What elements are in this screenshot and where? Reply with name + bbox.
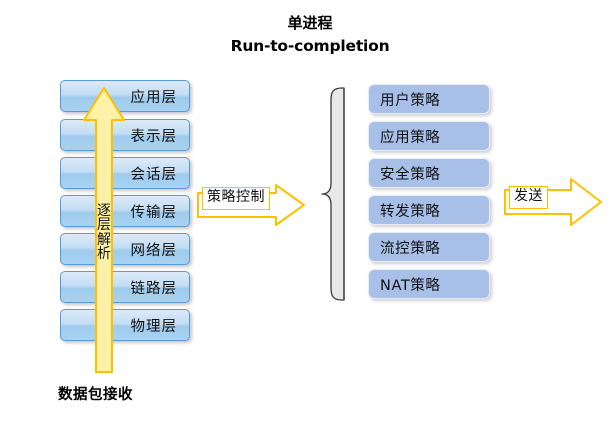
layer-label: 表示层 bbox=[130, 128, 177, 145]
policy-box-flowcontrol[interactable]: 流控策略 bbox=[368, 232, 490, 262]
policy-box-nat[interactable]: NAT策略 bbox=[368, 269, 490, 299]
policy-box-application[interactable]: 应用策略 bbox=[368, 121, 490, 151]
layer-box-physical[interactable]: 物理层 bbox=[60, 309, 190, 341]
policy-label: 流控策略 bbox=[380, 240, 441, 257]
policy-label: 应用策略 bbox=[380, 129, 441, 146]
layer-box-session[interactable]: 会话层 bbox=[60, 157, 190, 189]
policy-box-user[interactable]: 用户策略 bbox=[368, 84, 490, 114]
policy-label: 转发策略 bbox=[380, 203, 441, 220]
up-arrow-label: 逐 层 解 析 bbox=[82, 204, 126, 261]
diagram-title: 单进程 Run-to-completion bbox=[150, 13, 470, 57]
up-arrow-label-char-1: 逐 bbox=[97, 203, 111, 219]
policy-label: 安全策略 bbox=[380, 166, 441, 183]
policy-stack: 用户策略 应用策略 安全策略 转发策略 流控策略 NAT策略 bbox=[368, 84, 492, 304]
layer-label: 链路层 bbox=[130, 280, 177, 297]
policy-label: NAT策略 bbox=[380, 277, 441, 294]
osi-layer-stack: 应用层 表示层 会话层 传输层 网络层 链路层 物理层 bbox=[60, 80, 192, 344]
layer-box-presentation[interactable]: 表示层 bbox=[60, 119, 190, 151]
layer-label: 物理层 bbox=[130, 318, 177, 335]
curly-brace-icon bbox=[320, 85, 348, 303]
title-line-2: Run-to-completion bbox=[230, 36, 390, 55]
layer-label: 会话层 bbox=[130, 166, 177, 183]
policy-control-arrow-label: 策略控制 bbox=[202, 187, 270, 210]
policy-box-forwarding[interactable]: 转发策略 bbox=[368, 195, 490, 225]
bottom-caption: 数据包接收 bbox=[58, 387, 133, 403]
title-line-1: 单进程 bbox=[287, 14, 333, 32]
policy-label: 用户策略 bbox=[380, 92, 441, 109]
layer-box-application[interactable]: 应用层 bbox=[60, 80, 190, 112]
layer-label: 传输层 bbox=[130, 204, 177, 221]
up-arrow-label-char-3: 解 bbox=[97, 231, 111, 248]
send-arrow-label: 发送 bbox=[509, 186, 548, 209]
layer-label: 网络层 bbox=[130, 242, 177, 259]
up-arrow-icon: 逐 层 解 析 bbox=[82, 86, 126, 374]
policy-box-security[interactable]: 安全策略 bbox=[368, 158, 490, 188]
up-arrow-label-char-4: 析 bbox=[97, 245, 111, 262]
layer-box-transport[interactable]: 传输层 bbox=[60, 195, 190, 227]
layer-label: 应用层 bbox=[130, 89, 177, 106]
up-arrow-label-char-2: 层 bbox=[97, 217, 111, 234]
layer-box-network[interactable]: 网络层 bbox=[60, 233, 190, 265]
layer-box-datalink[interactable]: 链路层 bbox=[60, 271, 190, 303]
